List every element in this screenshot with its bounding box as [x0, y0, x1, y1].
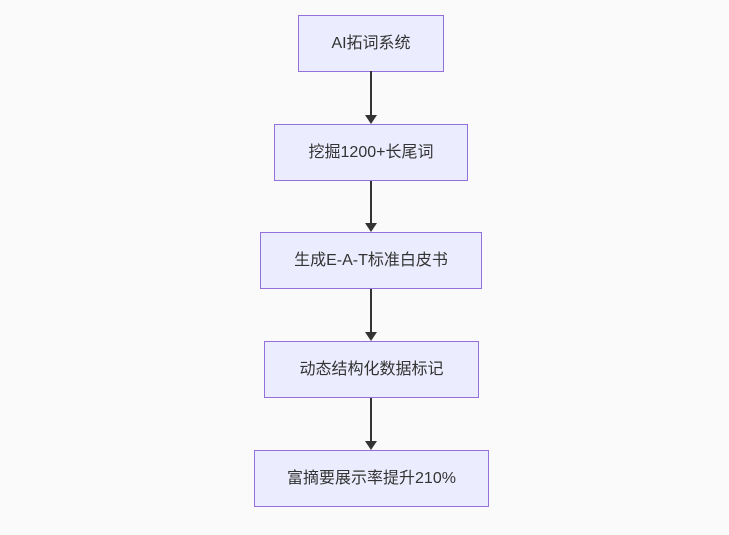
node-label: 富摘要展示率提升210% — [287, 469, 456, 487]
arrowhead-down-icon — [365, 332, 377, 341]
flowchart-node-longtail-mining: 挖掘1200+长尾词 — [274, 124, 468, 181]
arrowhead-down-icon — [365, 441, 377, 450]
flowchart-node-rich-snippet-rate: 富摘要展示率提升210% — [254, 450, 489, 507]
flowchart-arrow-2 — [361, 181, 381, 232]
arrowhead-down-icon — [365, 223, 377, 232]
flowchart-node-structured-data-markup: 动态结构化数据标记 — [264, 341, 479, 398]
arrow-line — [370, 289, 372, 332]
arrowhead-down-icon — [365, 115, 377, 124]
flowchart-node-eat-whitepaper: 生成E-A-T标准白皮书 — [260, 232, 482, 289]
arrow-line — [370, 71, 372, 115]
arrow-line — [370, 398, 372, 441]
node-label: 挖掘1200+长尾词 — [308, 143, 434, 161]
flowchart-node-ai-keyword-system: AI拓词系统 — [298, 15, 444, 72]
flowchart-arrow-3 — [361, 289, 381, 341]
arrow-line — [370, 181, 372, 223]
node-label: 动态结构化数据标记 — [299, 360, 444, 378]
node-label: 生成E-A-T标准白皮书 — [294, 251, 448, 269]
flowchart-arrow-4 — [361, 398, 381, 450]
node-label: AI拓词系统 — [331, 34, 411, 52]
flowchart-arrow-1 — [361, 71, 381, 124]
